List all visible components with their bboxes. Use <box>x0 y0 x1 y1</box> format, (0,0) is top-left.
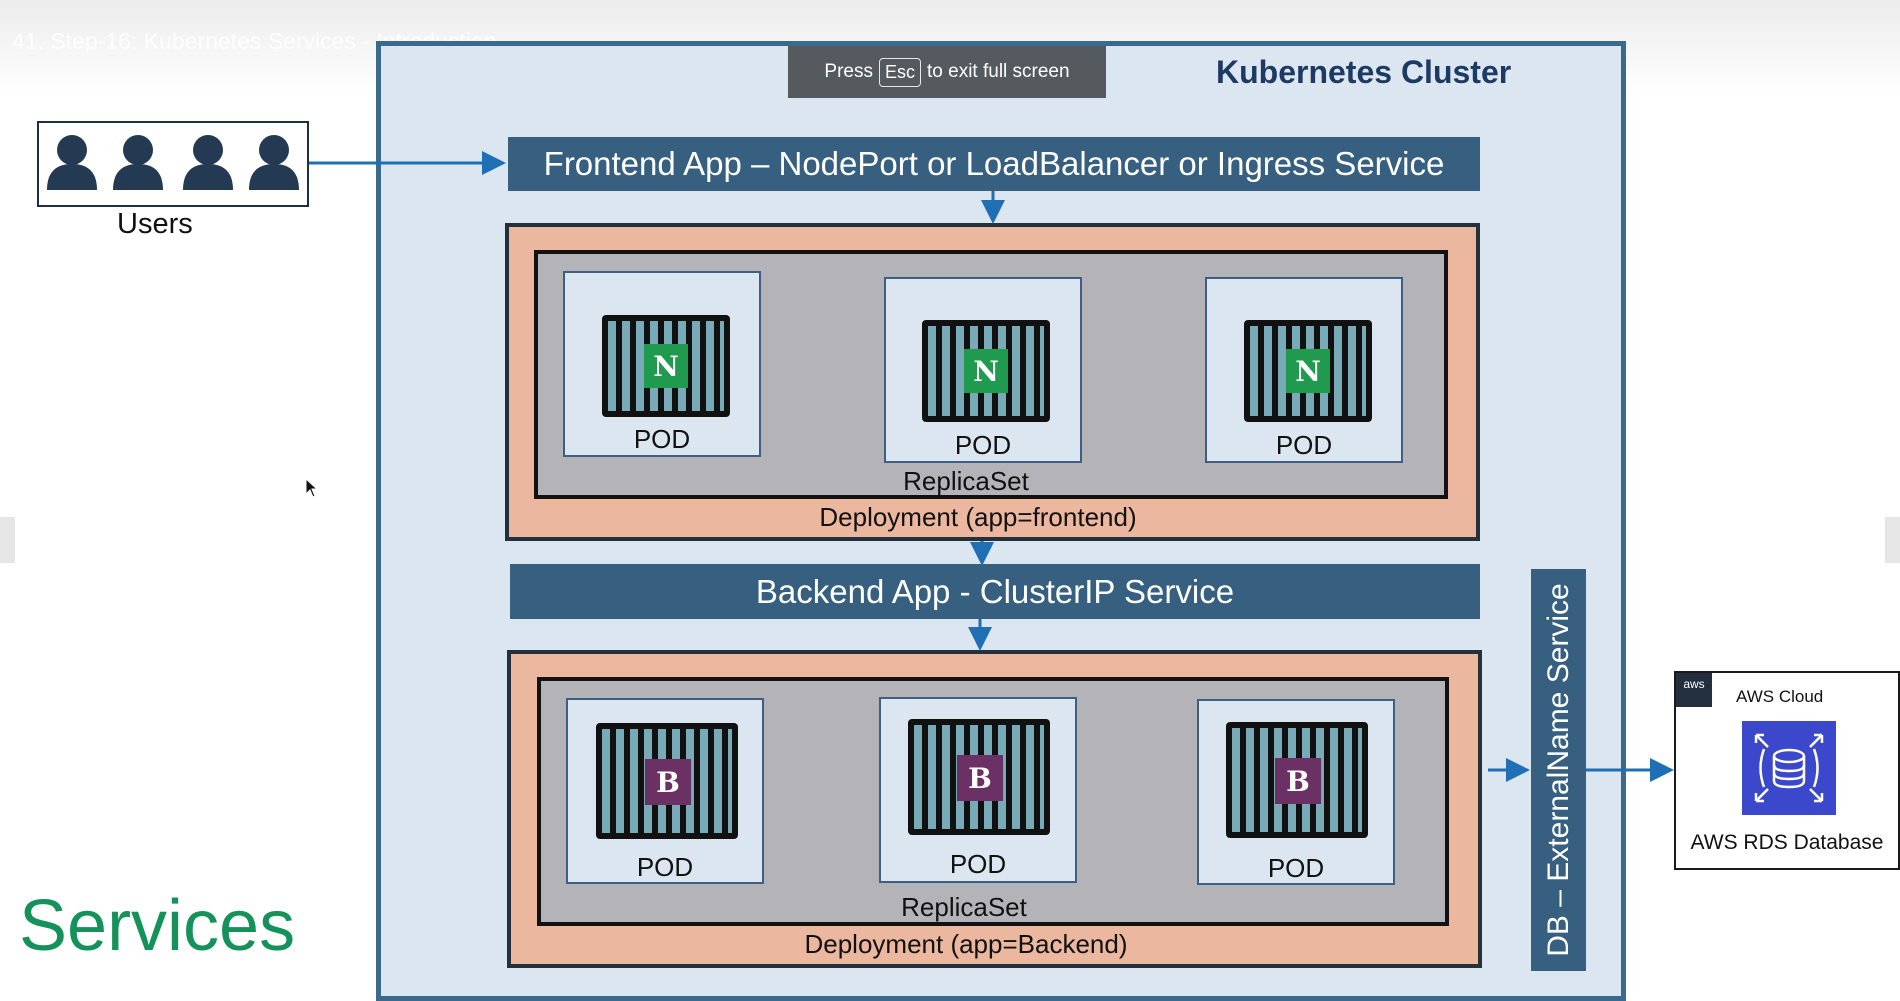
backend-pod-2: B POD <box>879 697 1077 883</box>
slide-title: Services <box>19 886 296 966</box>
backend-pod-3: B POD <box>1197 699 1395 885</box>
pod-label: POD <box>1275 430 1333 460</box>
pod-label: POD <box>633 424 691 454</box>
cluster-title: Kubernetes Cluster <box>1216 54 1512 90</box>
user-icon <box>47 135 97 190</box>
aws-cloud-label: AWS Cloud <box>1736 687 1824 706</box>
nginx-badge-icon: N <box>964 349 1008 393</box>
aws-cloud-box: aws AWS Cloud AWS RDS Database <box>1674 671 1900 870</box>
esc-key-badge: Esc <box>878 57 921 87</box>
container-icon: N <box>602 315 730 417</box>
backend-service-bar: Backend App - ClusterIP Service <box>510 564 1480 619</box>
rds-database-label: AWS RDS Database <box>1690 831 1884 854</box>
pod-label: POD <box>1267 853 1325 883</box>
prev-slide-tab[interactable] <box>0 517 15 563</box>
pod-label: POD <box>949 849 1007 879</box>
frontend-pod-2: N POD <box>884 277 1082 463</box>
users-icon-group <box>47 135 299 190</box>
nginx-badge-icon: N <box>1286 349 1330 393</box>
pod-label: POD <box>954 430 1012 460</box>
db-externalname-service-bar: DB – ExternalName Service <box>1531 569 1586 971</box>
frontend-service-label: Frontend App – NodePort or LoadBalancer … <box>543 145 1445 182</box>
container-icon: B <box>596 723 738 839</box>
nginx-badge-icon: N <box>644 344 688 388</box>
container-icon: B <box>908 719 1050 835</box>
frontend-service-bar: Frontend App – NodePort or LoadBalancer … <box>508 137 1480 191</box>
container-icon: N <box>1244 320 1372 422</box>
user-icon <box>113 135 163 190</box>
users-label: Users <box>117 208 193 240</box>
backend-badge-icon: B <box>645 759 691 805</box>
container-icon: N <box>922 320 1050 422</box>
frontend-deployment-label: Deployment (app=frontend) <box>819 502 1137 532</box>
backend-replicaset-label: ReplicaSet <box>901 892 1027 922</box>
next-slide-tab[interactable] <box>1885 517 1900 563</box>
backend-badge-icon: B <box>957 755 1003 801</box>
backend-badge-icon: B <box>1275 758 1321 804</box>
backend-pod-1: B POD <box>566 698 764 884</box>
fullscreen-exit-banner: Press Esc to exit full screen <box>788 46 1106 98</box>
frontend-replicaset-label: ReplicaSet <box>903 466 1029 496</box>
frontend-pod-1: N POD <box>563 271 761 457</box>
pod-label: POD <box>636 852 694 882</box>
frontend-pod-3: N POD <box>1205 277 1403 463</box>
user-icon <box>249 135 299 190</box>
users-box <box>37 121 309 207</box>
container-icon: B <box>1226 722 1368 838</box>
database-icon <box>1742 721 1836 815</box>
aws-logo-icon: aws <box>1676 673 1712 707</box>
backend-service-label: Backend App - ClusterIP Service <box>755 572 1235 610</box>
user-icon <box>183 135 233 190</box>
mouse-cursor-icon <box>305 478 319 498</box>
banner-prefix: Press <box>824 61 873 82</box>
backend-deployment-label: Deployment (app=Backend) <box>804 929 1128 959</box>
banner-suffix: to exit full screen <box>927 61 1070 82</box>
